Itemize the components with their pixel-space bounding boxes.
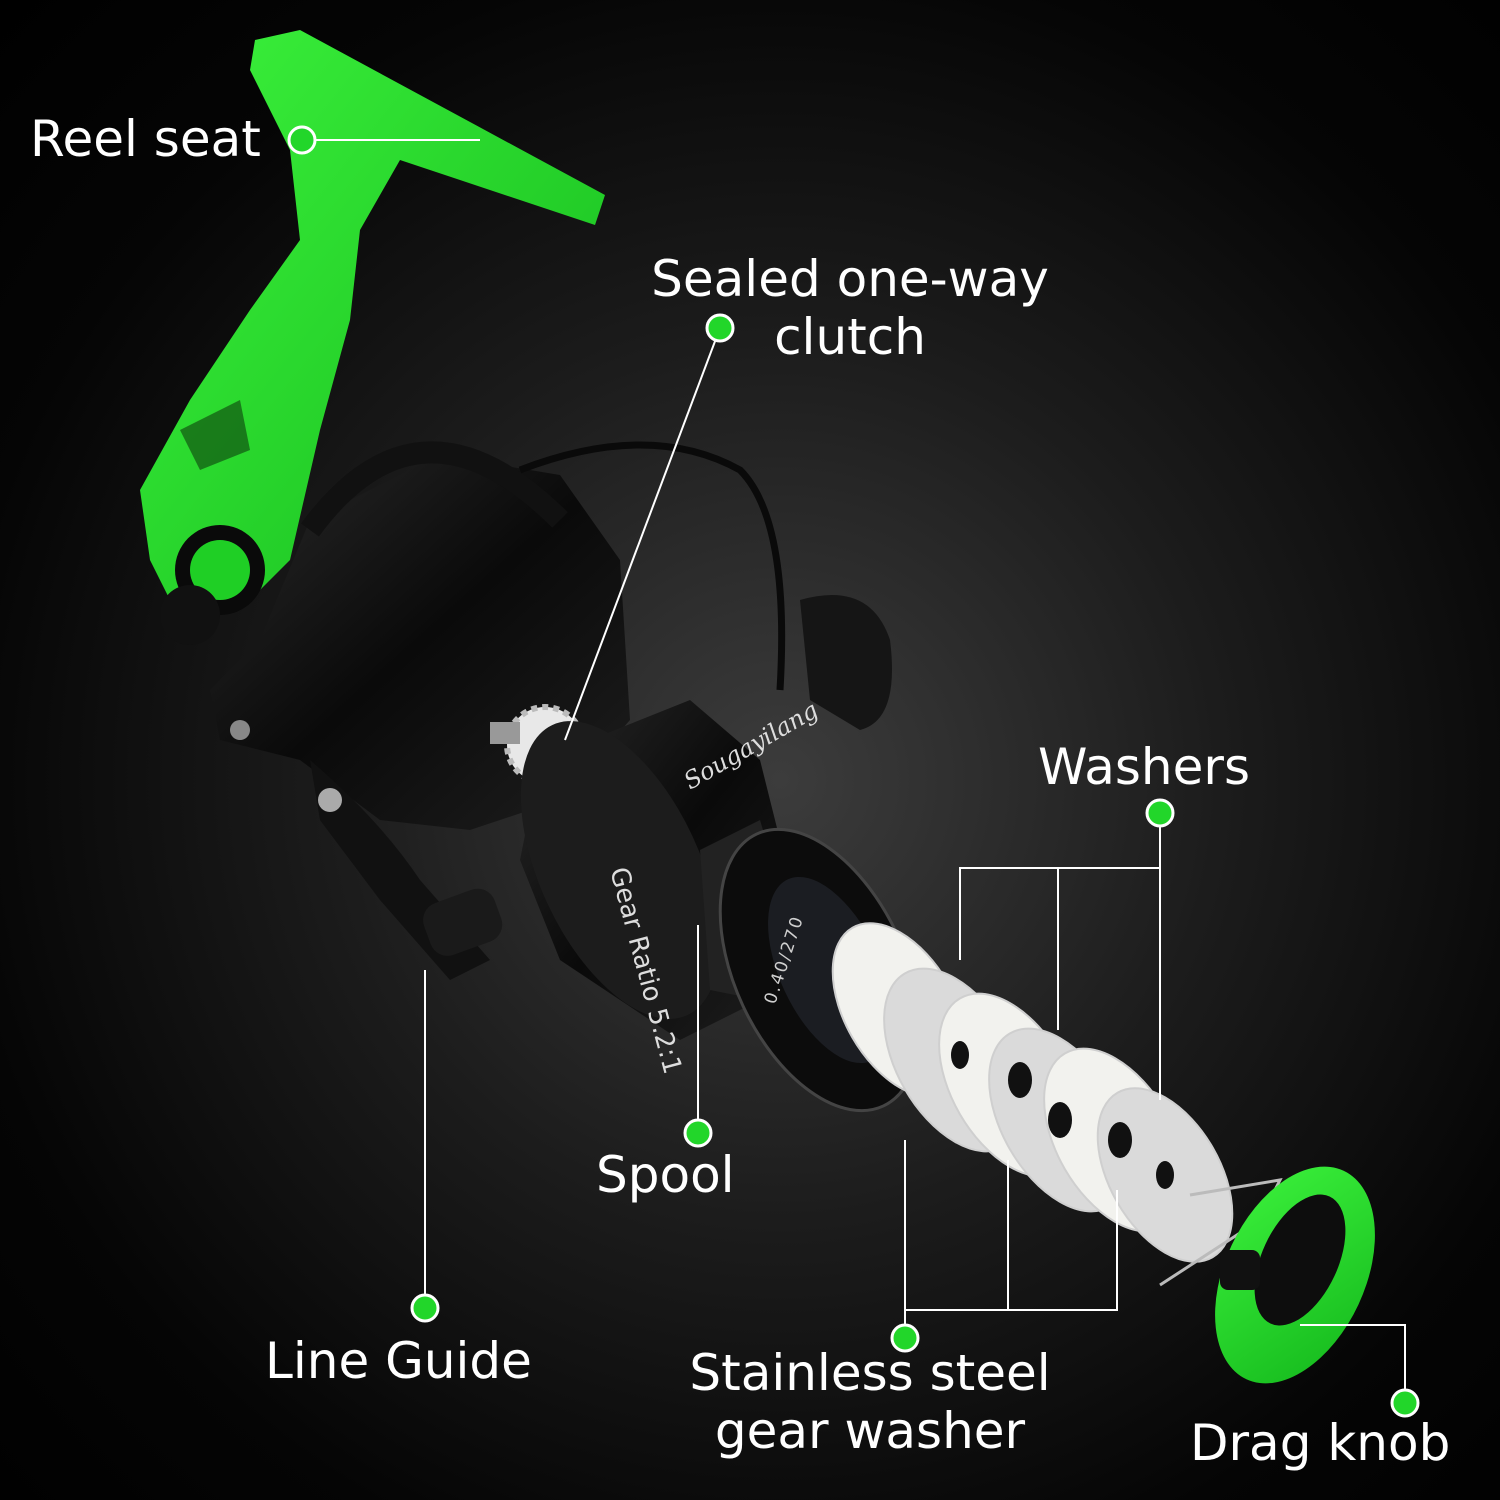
- reel-seat-part: [140, 30, 605, 645]
- label-gear-washer-line2: gear washer: [714, 1402, 1026, 1460]
- spool-marker-dot: [683, 1118, 713, 1148]
- gear-washer-marker-dot: [890, 1323, 920, 1353]
- label-line-guide: Line Guide: [265, 1332, 532, 1390]
- drag-knob-part: [1215, 1166, 1375, 1384]
- clutch-marker-dot: [705, 313, 735, 343]
- label-reel-seat: Reel seat: [30, 110, 261, 168]
- washers-part: [831, 922, 1283, 1287]
- label-gear-washer-line1: Stainless steel: [689, 1344, 1051, 1402]
- label-washers: Washers: [1038, 738, 1250, 796]
- washers-marker-dot: [1145, 798, 1175, 828]
- label-drag-knob: Drag knob: [1190, 1414, 1451, 1472]
- label-clutch-line2: clutch: [774, 308, 926, 366]
- line-guide-marker-dot: [410, 1293, 440, 1323]
- label-clutch: Sealed one-way clutch: [620, 250, 1080, 366]
- label-clutch-line1: Sealed one-way: [651, 250, 1049, 308]
- label-spool: Spool: [596, 1146, 735, 1204]
- drag-knob-marker-dot: [1390, 1388, 1420, 1418]
- label-gear-washer: Stainless steel gear washer: [650, 1344, 1090, 1460]
- reel-seat-marker-dot: [287, 125, 317, 155]
